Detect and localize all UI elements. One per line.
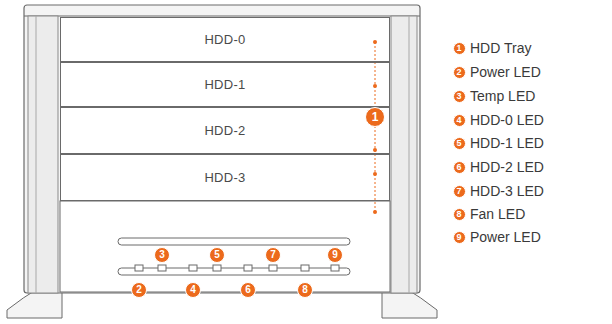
- hdd-tray: HDD-0: [60, 17, 390, 62]
- led: [135, 265, 143, 271]
- callout-number: 6: [240, 282, 256, 298]
- leader-dot: [373, 210, 377, 214]
- part-name: Power LED: [470, 64, 541, 80]
- callout-number: 7: [265, 247, 281, 263]
- pillar-edge: [409, 16, 410, 293]
- callout-number: 8: [453, 208, 466, 221]
- hdd-tray: HDD-1: [60, 62, 390, 107]
- part-name: HDD-3 LED: [470, 183, 544, 199]
- led: [244, 265, 252, 271]
- leader-dot: [373, 172, 377, 176]
- part-name: HDD-1 LED: [470, 135, 544, 151]
- led: [213, 265, 221, 271]
- part-name: Power LED: [470, 229, 541, 245]
- leader-dots: [373, 40, 377, 214]
- leader-line: [375, 42, 376, 212]
- leader-dot: [373, 40, 377, 44]
- part-name: HDD-0 LED: [470, 112, 544, 128]
- tray-label: HDD-3: [204, 170, 245, 185]
- led: [189, 265, 197, 271]
- callout-number: 6: [453, 161, 466, 174]
- right-pillar: [391, 16, 417, 293]
- callout-number: 9: [327, 247, 343, 263]
- callout-number: 4: [185, 282, 201, 298]
- callout-number: 9: [453, 231, 466, 244]
- tray-faces: [60, 17, 390, 200]
- part-name: HDD-2 LED: [470, 159, 544, 175]
- led: [269, 265, 277, 271]
- part-name: Fan LED: [470, 206, 525, 222]
- callout-number: 4: [453, 114, 466, 127]
- callout-number: 7: [453, 185, 466, 198]
- callout-number: 2: [131, 282, 147, 298]
- housing: [24, 5, 420, 293]
- led: [158, 265, 166, 271]
- tray-label: HDD-1: [204, 77, 245, 92]
- callout-number: 3: [154, 247, 170, 263]
- callout-number: 8: [297, 282, 313, 298]
- hdd-tray: HDD-2: [60, 107, 390, 154]
- tray-label: HDD-0: [204, 32, 245, 47]
- callout-number: 1: [453, 42, 466, 55]
- part-name: Temp LED: [470, 88, 535, 104]
- panel-bar: [118, 268, 350, 275]
- hdd-tray: HDD-3: [60, 154, 390, 201]
- led: [331, 265, 339, 271]
- left-pillar: [28, 16, 58, 293]
- panel-bar: [118, 238, 350, 245]
- led: [301, 265, 309, 271]
- callout-number: 1: [365, 107, 385, 127]
- led-panel: [60, 201, 390, 292]
- leader-dot: [373, 84, 377, 88]
- led-row: [135, 265, 339, 271]
- leader-dot: [373, 148, 377, 152]
- part-name: HDD Tray: [470, 40, 531, 56]
- callout-number: 3: [453, 90, 466, 103]
- pillar-edge: [36, 16, 37, 293]
- tray-label: HDD-2: [204, 123, 245, 138]
- callout-number: 2: [453, 66, 466, 79]
- callout-number: 5: [209, 247, 225, 263]
- callout-number: 5: [453, 137, 466, 150]
